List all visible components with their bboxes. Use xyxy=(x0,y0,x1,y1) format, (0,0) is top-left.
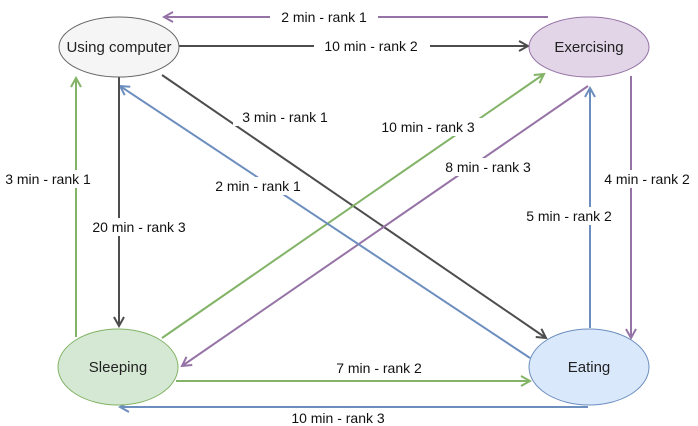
node-using-computer[interactable]: Using computer xyxy=(58,16,180,78)
node-using-computer-shape xyxy=(58,16,180,78)
edge-label-eating-to-sleeping: 10 min - rank 3 xyxy=(291,410,385,426)
node-exercising-label: Exercising xyxy=(554,39,623,56)
edge-eating-to-computer[interactable] xyxy=(120,86,531,359)
edge-exercising-to-sleeping-line xyxy=(182,85,589,366)
edge-label-computer-to-exercising: 10 min - rank 2 xyxy=(324,38,418,54)
edge-label-eating-to-exercising: 5 min - rank 2 xyxy=(526,208,612,224)
edge-label-computer-to-sleeping: 20 min - rank 3 xyxy=(92,219,186,235)
node-sleeping[interactable]: Sleeping xyxy=(57,328,179,406)
node-sleeping-shape xyxy=(57,328,179,406)
node-using-computer-label: Using computer xyxy=(66,39,171,56)
edge-label-sleeping-to-eating: 7 min - rank 2 xyxy=(336,360,422,376)
edge-label-exercising-to-eating: 4 min - rank 2 xyxy=(604,171,690,187)
edge-label-exercising-to-sleeping: 8 min - rank 3 xyxy=(445,159,531,175)
edge-label-exercising-to-computer: 2 min - rank 1 xyxy=(281,9,367,25)
node-sleeping-label: Sleeping xyxy=(89,359,147,376)
node-exercising-shape xyxy=(528,16,650,78)
edge-label-computer-to-eating: 3 min - rank 1 xyxy=(242,109,328,125)
edge-label-sleeping-to-computer: 3 min - rank 1 xyxy=(5,171,91,187)
node-eating[interactable]: Eating xyxy=(528,328,650,406)
edge-eating-to-computer-line xyxy=(120,86,531,359)
node-eating-shape xyxy=(528,328,650,406)
edge-label-sleeping-to-exercising: 10 min - rank 3 xyxy=(381,119,475,135)
edge-exercising-to-sleeping[interactable] xyxy=(182,85,589,366)
node-eating-label: Eating xyxy=(568,359,611,376)
edge-label-eating-to-computer: 2 min - rank 1 xyxy=(215,178,301,194)
node-exercising[interactable]: Exercising xyxy=(528,16,650,78)
